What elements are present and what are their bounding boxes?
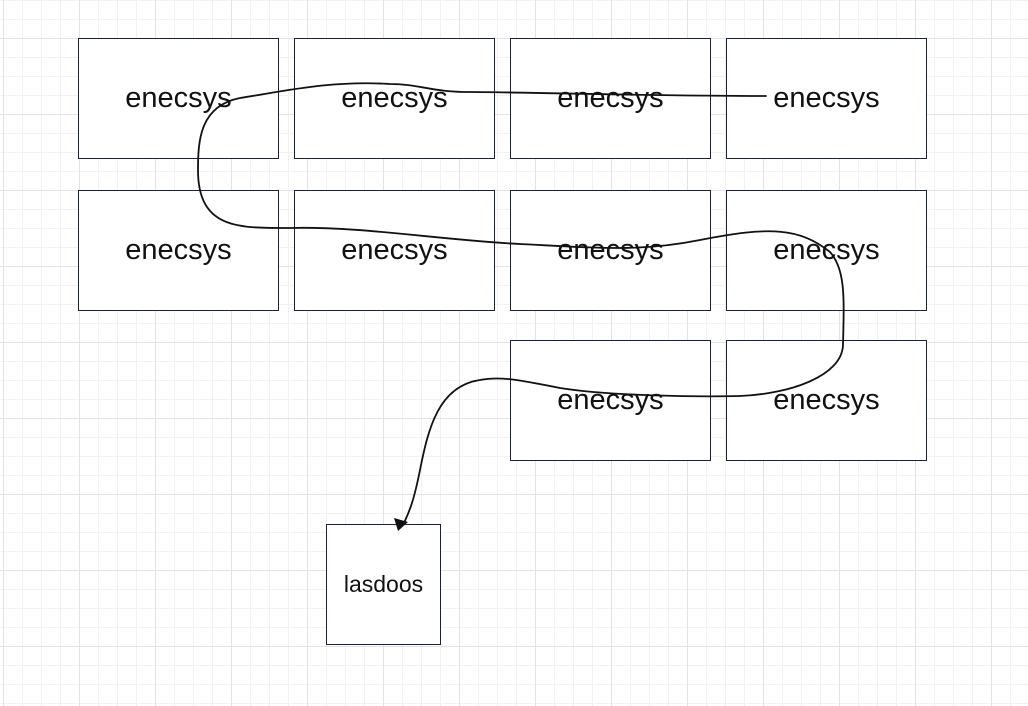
diagram-node-enecsys-2[interactable]: enecsys — [294, 38, 495, 159]
diagram-node-enecsys-1[interactable]: enecsys — [78, 38, 279, 159]
diagram-node-enecsys-5[interactable]: enecsys — [78, 190, 279, 311]
diagram-node-enecsys-8[interactable]: enecsys — [726, 190, 927, 311]
diagram-node-enecsys-9[interactable]: enecsys — [510, 340, 711, 461]
diagram-node-enecsys-6[interactable]: enecsys — [294, 190, 495, 311]
diagram-node-enecsys-7[interactable]: enecsys — [510, 190, 711, 311]
diagram-node-enecsys-10[interactable]: enecsys — [726, 340, 927, 461]
diagram-node-enecsys-4[interactable]: enecsys — [726, 38, 927, 159]
diagram-node-enecsys-3[interactable]: enecsys — [510, 38, 711, 159]
diagram-node-lasdoos[interactable]: lasdoos — [326, 524, 441, 645]
